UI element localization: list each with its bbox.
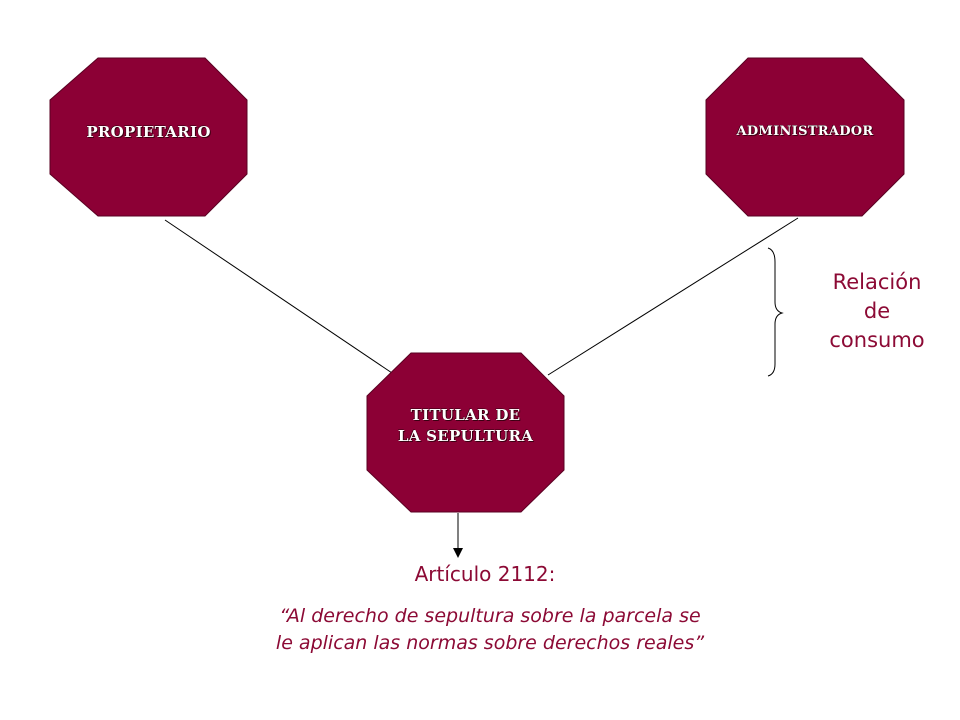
label-titular-line1: TITULAR DE <box>410 406 521 424</box>
label-administrador: ADMINISTRADOR <box>736 124 874 139</box>
label-propietario: PROPIETARIO <box>86 123 211 141</box>
relation-label: Relación de consumo <box>818 268 936 355</box>
article-quote-line1: “Al derecho de sepultura sobre la parcel… <box>279 605 701 627</box>
label-titular: TITULAR DE LA SEPULTURA <box>367 405 564 447</box>
article-quote-line2: le aplican las normas sobre derechos rea… <box>275 632 705 654</box>
octagon-propietario <box>49 57 248 217</box>
curly-brace <box>767 247 784 377</box>
relation-line3: consumo <box>829 328 925 352</box>
connector-administrador-titular <box>547 217 799 376</box>
article-title: Artículo 2112: <box>414 562 556 586</box>
connector-propietario-titular <box>164 219 396 376</box>
label-titular-line2: LA SEPULTURA <box>397 427 534 445</box>
article-quote: “Al derecho de sepultura sobre la parcel… <box>200 603 780 657</box>
relation-line1: Relación <box>832 270 922 294</box>
relation-line2: de <box>863 299 891 323</box>
octagon-titular <box>366 352 565 513</box>
octagon-administrador <box>705 57 905 217</box>
